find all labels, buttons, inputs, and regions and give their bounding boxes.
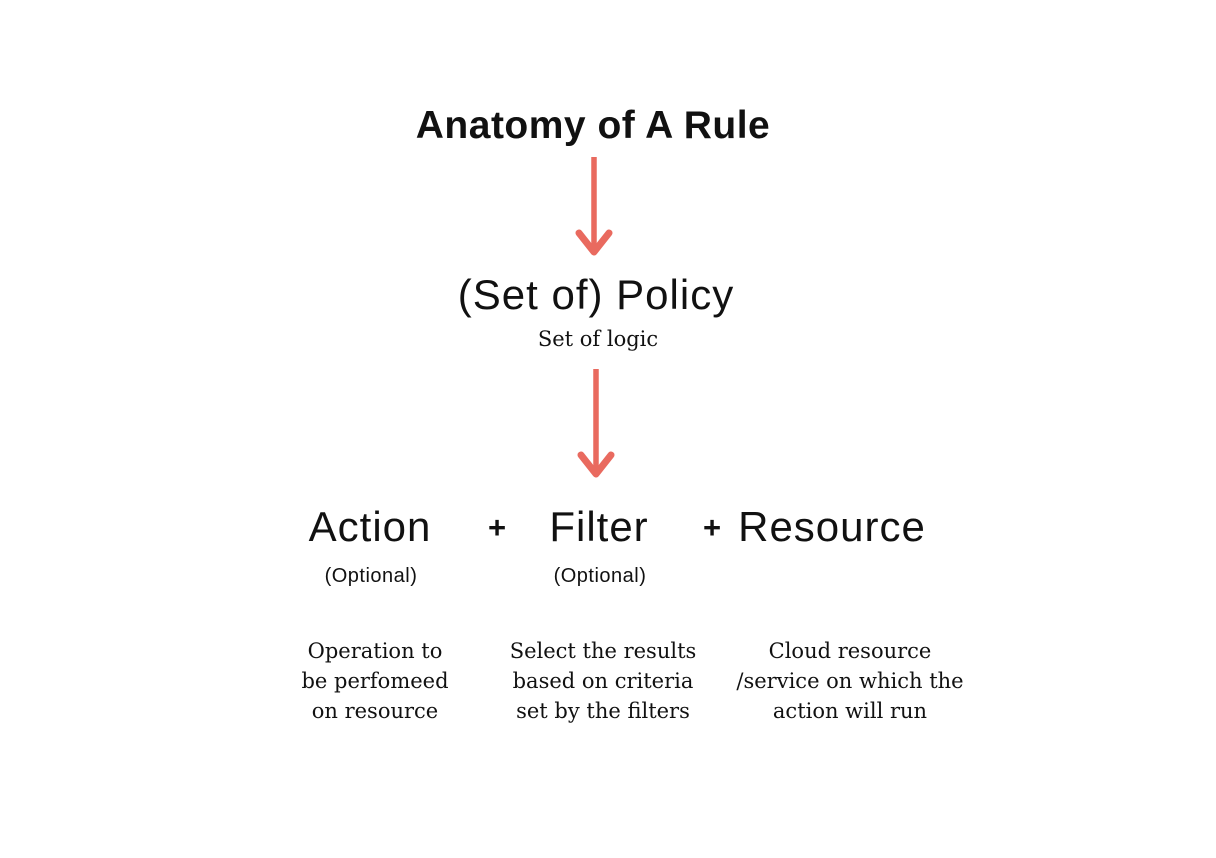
description-resource: Cloud resource /service on which the act… <box>736 639 964 723</box>
arrow-down-icon <box>577 369 615 478</box>
optional-tag-action: (Optional) <box>324 565 418 587</box>
policy-sublabel: Set of logic <box>537 327 659 351</box>
component-label-action: Action <box>308 503 432 550</box>
plus-sign: + <box>487 510 507 545</box>
plus-sign: + <box>702 510 722 545</box>
arrow-down-icon <box>575 157 613 256</box>
description-filter: Select the results based on criteria set… <box>509 639 697 723</box>
optional-tag-filter: (Optional) <box>553 565 647 587</box>
policy-label: (Set of) Policy <box>457 271 735 318</box>
component-label-resource: Resource <box>738 503 926 550</box>
description-action: Operation to be perfomeed on resource <box>301 639 449 723</box>
diagram-title: Anatomy of A Rule <box>415 104 771 147</box>
component-label-filter: Filter <box>549 503 649 550</box>
